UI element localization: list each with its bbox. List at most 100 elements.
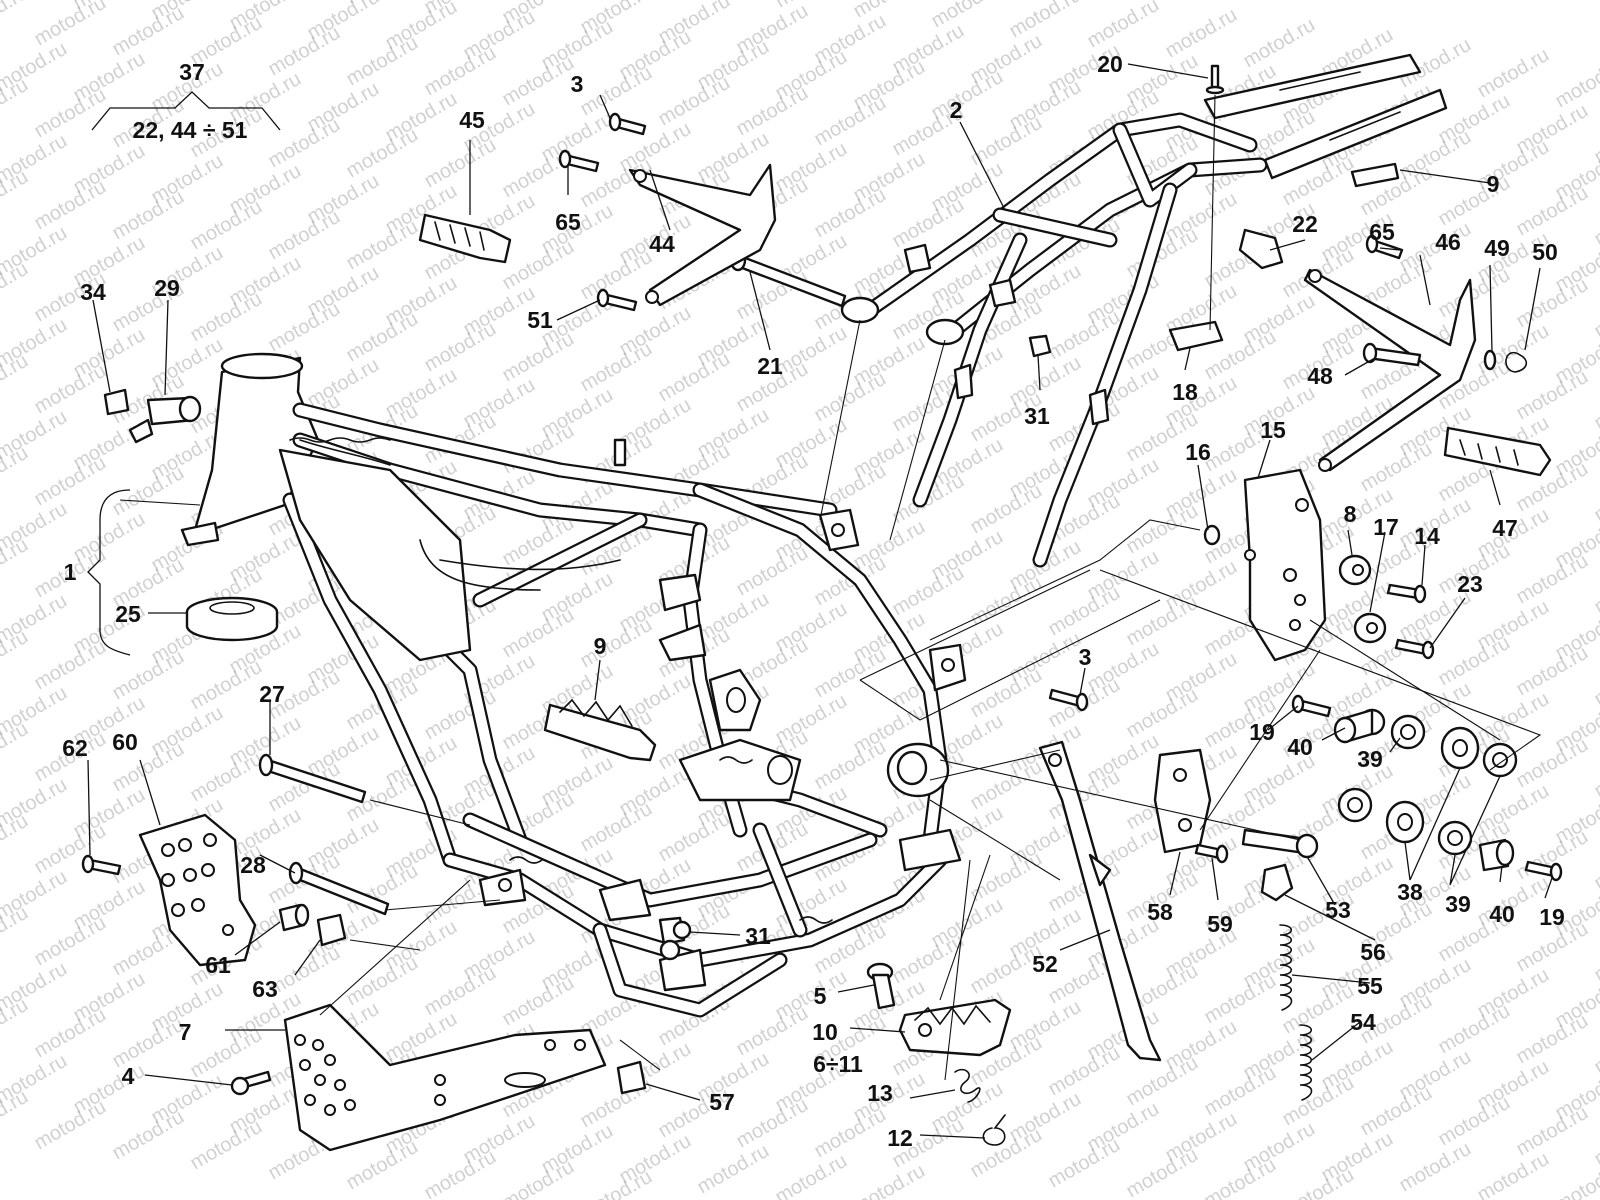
callout-9-mid: 9 (594, 633, 607, 659)
callout-49: 49 (1484, 235, 1510, 261)
callout-28: 28 (240, 852, 266, 878)
watermark-text: motod.ru (0, 350, 32, 409)
watermark-text: motod.ru (109, 186, 188, 245)
part-23-bolt (1394, 638, 1435, 660)
watermark-text: motod.ru (421, 134, 500, 193)
watermark-text: motod.ru (187, 288, 266, 347)
watermark-text: motod.ru (1513, 1102, 1592, 1161)
watermark-text: motod.ru (187, 656, 266, 715)
watermark-text: motod.ru (967, 480, 1046, 539)
brace-37 (91, 91, 281, 131)
watermark-text: motod.ru (811, 92, 890, 151)
callout-6-11: 6÷11 (813, 1051, 863, 1077)
callout-50: 50 (1532, 239, 1558, 265)
watermark-text: motod.ru (31, 1096, 110, 1155)
watermark-text: motod.ru (811, 644, 890, 703)
part-12-clip (982, 1114, 1006, 1146)
watermark-text: motod.ru (1591, 928, 1600, 987)
watermark-text: motod.ru (967, 756, 1046, 815)
part-57-nut (616, 1060, 647, 1095)
part-56-plate (1260, 863, 1294, 902)
watermark-text: motod.ru (655, 348, 734, 407)
part-48-pin (1362, 342, 1422, 367)
callout-4: 4 (122, 1063, 135, 1089)
callout-1: 1 (64, 559, 77, 585)
part-27-bolt (258, 753, 367, 804)
watermark-text: motod.ru (967, 1124, 1046, 1183)
watermark-text: motod.ru (655, 808, 734, 867)
watermark-text: motod.ru (187, 748, 266, 807)
watermark-text: motod.ru (0, 994, 32, 1053)
watermark-text: motod.ru (187, 1116, 266, 1175)
part-10-footpeg (898, 998, 1012, 1057)
watermark-text: motod.ru (109, 1106, 188, 1165)
watermark-text: motod.ru (1045, 1134, 1124, 1193)
part-63-nut (316, 913, 347, 947)
watermark-text: motod.ru (0, 534, 32, 593)
callout-12: 12 (887, 1125, 913, 1151)
part-51-bolt (596, 288, 638, 312)
callout-39-top: 39 (1357, 746, 1383, 772)
watermark-text: motod.ru (1591, 744, 1600, 803)
part-22-clamp (1238, 228, 1284, 270)
callout-51: 51 (527, 307, 553, 333)
watermark-text: motod.ru (343, 952, 422, 1011)
watermark-text: motod.ru (1591, 1112, 1600, 1171)
part-39-bearing-b (1482, 742, 1518, 778)
watermark-text: motod.ru (1591, 192, 1600, 251)
watermark-text: motod.ru (31, 84, 110, 143)
watermark-text: motod.ru (1513, 366, 1592, 425)
watermark-text: motod.ru (1591, 468, 1600, 527)
callout-27: 27 (259, 681, 285, 707)
part-28-bolt (288, 861, 390, 916)
part-16-nut (1203, 524, 1221, 546)
watermark-text: motod.ru (1435, 632, 1514, 691)
part-47-footpeg (1443, 426, 1552, 477)
callout-60: 60 (112, 729, 138, 755)
watermark-text: motod.ru (0, 1086, 32, 1145)
watermark-text: motod.ru (1591, 560, 1600, 619)
watermark-text: motod.ru (343, 216, 422, 275)
callout-48: 48 (1307, 363, 1333, 389)
part-40-spacer-top (1333, 708, 1386, 744)
part-13-spring (954, 1068, 981, 1103)
callout-13: 13 (867, 1080, 893, 1106)
watermark-text: motod.ru (109, 2, 188, 61)
watermark-text: motod.ru (421, 318, 500, 377)
watermark-text: motod.ru (1435, 1092, 1514, 1151)
callout-44: 44 (649, 231, 675, 257)
part-20-screw (1205, 64, 1225, 95)
watermark-text: motod.ru (811, 368, 890, 427)
watermark-text: motod.ru (499, 328, 578, 387)
watermark-text: motod.ru (31, 636, 110, 695)
watermark-text: motod.ru (265, 298, 344, 357)
watermark-text: motod.ru (0, 74, 32, 133)
callout-22: 22 (1292, 211, 1318, 237)
part-54-spring (1299, 1024, 1313, 1101)
callout-20: 20 (1097, 51, 1123, 77)
watermark-text: motod.ru (733, 1002, 812, 1061)
watermark-text: motod.ru (1084, 0, 1163, 52)
watermark-text: motod.ru (1591, 376, 1600, 435)
part-44-bracket (628, 163, 777, 307)
watermark-text: motod.ru (0, 718, 32, 777)
watermark-text: motod.ru (694, 1140, 773, 1199)
callout-17: 17 (1373, 514, 1399, 540)
watermark-text: motod.ru (31, 1004, 110, 1063)
part-60-plate (138, 813, 257, 967)
callout-53: 53 (1325, 897, 1351, 923)
watermark-text: motod.ru (733, 542, 812, 601)
watermark-text: motod.ru (733, 82, 812, 141)
watermark-text: motod.ru (187, 1024, 266, 1083)
part-15-plate (1243, 468, 1327, 662)
watermark-text: motod.ru (109, 1014, 188, 1073)
part-17-bushing (1353, 612, 1387, 644)
watermark-text: motod.ru (1201, 1062, 1280, 1121)
callout-19-bottom: 19 (1539, 904, 1565, 930)
callout-38: 38 (1397, 879, 1423, 905)
watermark-text: motod.ru (31, 176, 110, 235)
part-19-bolt-bottom (1524, 860, 1563, 882)
watermark-text: motod.ru (1591, 1020, 1600, 1079)
watermark-text: motod.ru (343, 308, 422, 367)
watermark-text: motod.ru (421, 1146, 500, 1200)
